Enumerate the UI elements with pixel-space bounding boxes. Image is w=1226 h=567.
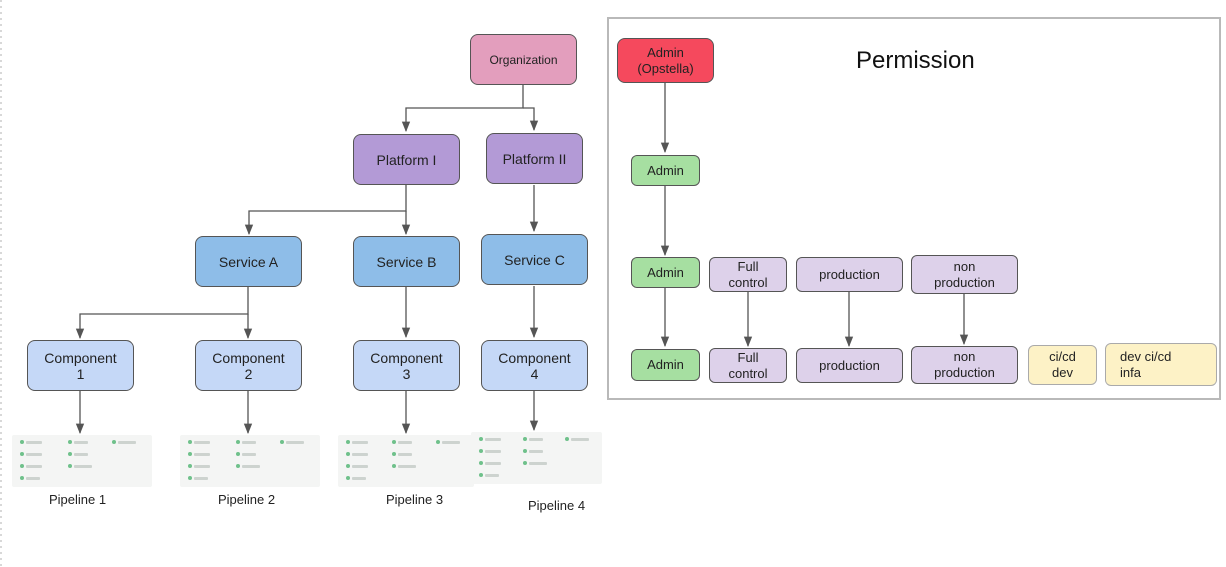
pipeline-4-thumbnail — [471, 432, 602, 484]
admin-level-4-node: Admin — [631, 349, 700, 381]
permission-title: Permission — [856, 47, 975, 74]
cicd-dev-label: ci/cd dev — [1049, 349, 1076, 380]
platform-2-label: Platform II — [502, 150, 567, 167]
pipeline-2-caption: Pipeline 2 — [218, 492, 276, 507]
admin-opstella-node: Admin (Opstella) — [617, 38, 714, 83]
production-level-3-node: production — [796, 257, 903, 292]
full-control-level-4-label: Full control — [728, 349, 768, 381]
service-a-node: Service A — [195, 236, 302, 287]
component-3-node: Component 3 — [353, 340, 460, 391]
pipeline-3-caption: Pipeline 3 — [386, 492, 444, 507]
component-3-label: Component 3 — [370, 349, 443, 382]
component-2-node: Component 2 — [195, 340, 302, 391]
cicd-dev-node: ci/cd dev — [1028, 345, 1097, 385]
component-4-node: Component 4 — [481, 340, 588, 391]
admin-level-2-label: Admin — [647, 162, 684, 178]
dev-cicd-infa-node: dev ci/cd infa — [1105, 343, 1217, 386]
pipeline-3-thumbnail — [338, 435, 474, 487]
non-production-level-4-node: non production — [911, 346, 1018, 384]
component-2-label: Component 2 — [212, 349, 285, 382]
pipeline-4-caption: Pipeline 4 — [528, 498, 586, 513]
permission-panel — [607, 17, 1221, 400]
component-4-label: Component 4 — [498, 349, 571, 382]
non-production-level-3-node: non production — [911, 255, 1018, 294]
full-control-level-3-node: Full control — [709, 257, 787, 292]
admin-opstella-label: Admin (Opstella) — [637, 44, 694, 76]
pipeline-1-caption: Pipeline 1 — [49, 492, 107, 507]
component-1-label: Component 1 — [44, 349, 117, 382]
service-b-label: Service B — [376, 253, 437, 270]
full-control-level-4-node: Full control — [709, 348, 787, 383]
production-level-3-label: production — [819, 266, 880, 282]
full-control-level-3-label: Full control — [728, 258, 768, 290]
dev-cicd-infa-label: dev ci/cd infa — [1120, 348, 1172, 380]
admin-level-3-node: Admin — [631, 257, 700, 288]
organization-node: Organization — [470, 34, 577, 85]
production-level-4-label: production — [819, 357, 880, 373]
platform-2-node: Platform II — [486, 133, 583, 184]
production-level-4-node: production — [796, 348, 903, 383]
platform-1-node: Platform I — [353, 134, 460, 185]
admin-level-3-label: Admin — [647, 264, 684, 280]
organization-label: Organization — [489, 52, 558, 67]
service-c-node: Service C — [481, 234, 588, 285]
service-c-label: Service C — [504, 251, 565, 268]
admin-level-2-node: Admin — [631, 155, 700, 186]
left-edge-marker — [0, 0, 2, 567]
pipeline-1-thumbnail — [12, 435, 152, 487]
non-production-level-4-label: non production — [934, 349, 995, 380]
service-a-label: Service A — [218, 253, 279, 270]
pipeline-2-thumbnail — [180, 435, 320, 487]
non-production-level-3-label: non production — [934, 258, 995, 290]
admin-level-4-label: Admin — [647, 357, 684, 372]
service-b-node: Service B — [353, 236, 460, 287]
platform-1-label: Platform I — [376, 151, 437, 168]
component-1-node: Component 1 — [27, 340, 134, 391]
